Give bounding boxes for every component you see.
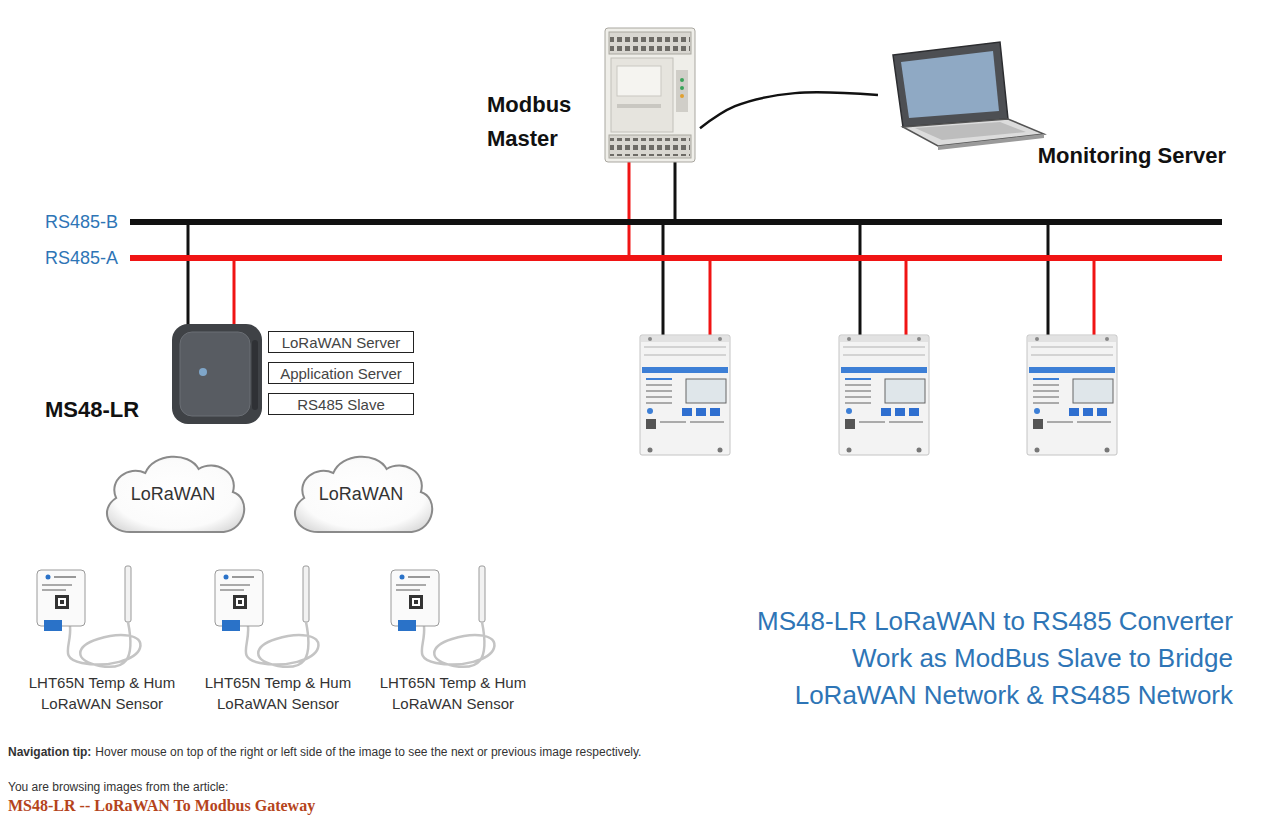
plc-illustration — [609, 32, 691, 54]
laptop-illustration — [893, 42, 1044, 150]
plc-illustration — [611, 58, 673, 132]
gateway-illustration — [199, 368, 207, 376]
sensor-device: LHT65N Temp & Hum LoRaWAN Sensor — [20, 560, 184, 715]
plc-illustration — [680, 86, 684, 90]
plc-illustration — [680, 78, 684, 82]
plc-illustration — [610, 138, 690, 156]
laptop-illustration — [893, 42, 1008, 127]
drop-wires — [628, 158, 631, 258]
node-label: LHT65N Temp & Hum LoRaWAN Sensor — [198, 672, 358, 714]
gateway-illustration — [172, 324, 262, 424]
cloud-outline — [107, 457, 244, 532]
network-cloud: LoRaWAN — [283, 446, 439, 541]
drop-wires — [1093, 258, 1096, 338]
sensor-device: LHT65N Temp & Hum LoRaWAN Sensor — [371, 560, 535, 715]
illustration — [215, 566, 318, 667]
drop-wires — [674, 158, 677, 222]
node-label: Application Server — [280, 364, 402, 383]
drop-wires — [709, 258, 712, 338]
plc-illustration — [610, 34, 690, 52]
cloud-outline — [295, 457, 432, 532]
sensor-device: LHT65N Temp & Hum LoRaWAN Sensor — [196, 560, 360, 715]
gateway-illustration — [252, 340, 258, 410]
node-label: MS48-LR — [45, 396, 268, 424]
node-label: LoRaWAN — [319, 483, 403, 505]
plc-illustration — [605, 28, 695, 162]
drop-wires — [662, 222, 665, 338]
laptop-illustration — [938, 134, 1044, 150]
plc-illustration — [617, 66, 661, 96]
drop-wires — [187, 222, 190, 326]
node-label: Modbus Master — [487, 88, 599, 156]
illustration — [37, 566, 140, 667]
connector-cable — [700, 92, 878, 128]
gateway-illustration — [180, 332, 250, 416]
article-link: MS48-LR -- LoRaWAN To Modbus Gateway — [8, 796, 315, 816]
node-label: Monitoring Server — [878, 142, 1226, 170]
illustration — [1027, 335, 1117, 455]
caption: MS48-LR LoRaWAN to RS485 Converter Work … — [757, 603, 1233, 714]
drop-wires — [188, 158, 1094, 338]
laptop-illustration — [901, 51, 999, 118]
function-box: Application Server — [268, 362, 414, 384]
gateway-device: MS48-LR — [40, 320, 268, 428]
bus-line-a — [130, 255, 1222, 261]
drop-wires — [859, 222, 862, 338]
plc-master: Modbus Master — [482, 26, 700, 166]
node-label: RS485 Slave — [297, 395, 385, 414]
illustration — [839, 335, 929, 455]
browse-note: You are browsing images from the article… — [8, 779, 228, 795]
illustration — [640, 335, 730, 455]
node-label: LoRaWAN Server — [282, 333, 401, 352]
plc-illustration — [680, 94, 684, 98]
plc-illustration — [617, 104, 661, 108]
illustration — [391, 566, 494, 667]
laptop-illustration — [903, 119, 1044, 146]
plc-illustration — [609, 135, 691, 158]
monitoring-laptop: Monitoring Server — [878, 38, 1230, 174]
drop-wires — [1047, 222, 1050, 338]
network-cloud: LoRaWAN — [95, 446, 251, 541]
nav-tip-text: Hover mouse on top of the right or left … — [95, 744, 641, 760]
plc-illustration — [605, 28, 695, 162]
bus-label: RS485-A — [45, 247, 118, 269]
laptop-illustration — [915, 122, 1026, 140]
nav-tip-heading: Navigation tip: — [8, 744, 91, 760]
node-label: LHT65N Temp & Hum LoRaWAN Sensor — [22, 672, 182, 714]
node-label: LoRaWAN — [131, 483, 215, 505]
node-label: LHT65N Temp & Hum LoRaWAN Sensor — [373, 672, 533, 714]
bus-label: RS485-B — [45, 211, 118, 233]
gateway-illustration — [172, 324, 262, 424]
function-box: RS485 Slave — [268, 393, 414, 415]
bus-line-b — [130, 219, 1222, 225]
plc-illustration — [676, 70, 688, 112]
function-box: LoRaWAN Server — [268, 331, 414, 353]
drop-wires — [233, 258, 236, 326]
drop-wires — [905, 258, 908, 338]
